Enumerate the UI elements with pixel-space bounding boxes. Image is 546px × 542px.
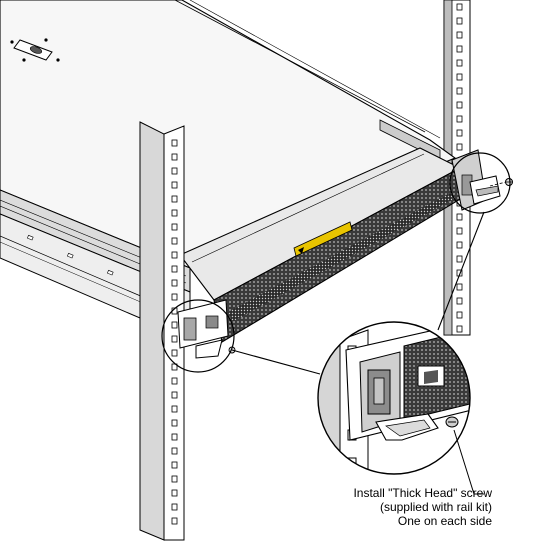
rack-hole — [171, 419, 178, 427]
rack-hole — [171, 461, 178, 469]
rack-hole — [171, 195, 178, 203]
rack-hole — [171, 447, 178, 455]
rack-hole — [456, 283, 463, 291]
rack-hole — [171, 475, 178, 483]
rack-hole — [171, 251, 178, 259]
rack-hole — [171, 209, 178, 217]
right-detail-circle — [449, 152, 511, 214]
left-detail-circle — [161, 299, 235, 373]
rack-hole — [171, 167, 178, 175]
rack-hole — [456, 101, 463, 109]
rack-hole — [171, 321, 178, 329]
rack-hole — [456, 17, 463, 25]
rack-hole — [171, 489, 178, 497]
right-rack-ear — [469, 175, 513, 205]
callout-line-2: (supplied with rail kit) — [379, 500, 492, 514]
rack-hole — [171, 139, 178, 147]
rack-hole — [456, 45, 463, 53]
rack-hole — [171, 335, 178, 343]
rack-hole — [456, 87, 463, 95]
warning-label — [293, 221, 353, 257]
rack-hole — [456, 73, 463, 81]
rack-hole — [171, 349, 178, 357]
rack-post-left — [139, 121, 185, 541]
rack-hole — [456, 213, 463, 221]
callout-line-1: Install "Thick Head" screw — [353, 486, 492, 500]
rack-hole — [171, 293, 178, 301]
rack-hole — [456, 115, 463, 123]
rack-hole — [171, 237, 178, 245]
rack-hole — [456, 227, 463, 235]
rack-hole — [456, 3, 463, 11]
rack-hole — [456, 129, 463, 137]
callout-leader — [453, 429, 484, 495]
rack-hole — [171, 433, 178, 441]
rack-hole — [456, 311, 463, 319]
rack-hole — [171, 391, 178, 399]
magnifier-callout — [317, 321, 471, 475]
rack-hole — [171, 377, 178, 385]
front-bezel — [179, 147, 487, 343]
rack-hole — [171, 517, 178, 525]
screw-callout-text: Install "Thick Head" screw (supplied wit… — [286, 486, 492, 528]
rack-hole — [171, 181, 178, 189]
rack-hole — [456, 241, 463, 249]
rack-hole — [456, 143, 463, 151]
rack-hole — [171, 265, 178, 273]
callout-line-3: One on each side — [397, 514, 492, 528]
rack-hole — [171, 153, 178, 161]
rack-hole — [456, 31, 463, 39]
rack-hole — [171, 405, 178, 413]
rack-hole — [456, 297, 463, 305]
rack-hole — [456, 325, 463, 333]
rack-hole — [171, 503, 178, 511]
top-cover-latch-icon — [10, 38, 60, 62]
rack-hole — [171, 279, 178, 287]
rack-hole — [456, 255, 463, 263]
rack-hole — [171, 223, 178, 231]
rack-hole — [456, 59, 463, 67]
